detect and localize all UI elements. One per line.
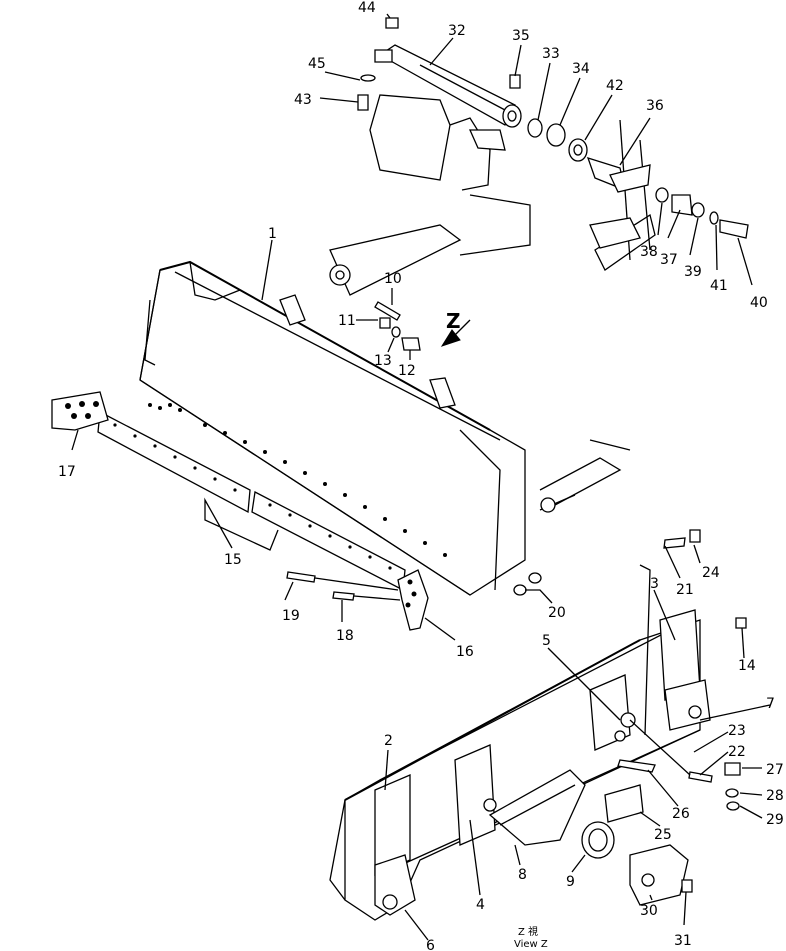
callout-23: 23 — [728, 723, 746, 739]
callout-29: 29 — [766, 812, 784, 828]
callout-42: 42 — [606, 78, 624, 94]
callout-14: 14 — [738, 658, 756, 674]
callout-37: 37 — [660, 252, 678, 268]
callout-8: 8 — [518, 867, 527, 883]
callout-28: 28 — [766, 788, 784, 804]
blade-bolt-holes — [148, 403, 447, 557]
callout-35: 35 — [512, 28, 530, 44]
callout-21: 21 — [676, 582, 694, 598]
pin-hardware — [374, 301, 421, 351]
view-z-marker: Z — [446, 309, 461, 333]
callout-41: 41 — [710, 278, 728, 294]
callout-44: 44 — [358, 0, 376, 16]
callout-45: 45 — [308, 56, 326, 72]
tractor-frame-outline — [329, 94, 656, 296]
callout-31: 31 — [674, 933, 692, 949]
callout-9: 9 — [566, 874, 575, 890]
callout-19: 19 — [282, 608, 300, 624]
callout-25: 25 — [654, 827, 672, 843]
cutting-edge-left — [97, 410, 251, 514]
callout-26: 26 — [672, 806, 690, 822]
callout-18: 18 — [336, 628, 354, 644]
callout-17: 17 — [58, 464, 76, 480]
callout-2: 2 — [384, 733, 393, 749]
leader-lines — [71, 13, 771, 941]
callout-32: 32 — [448, 23, 466, 39]
callout-22: 22 — [728, 744, 746, 760]
tilt-cylinder — [374, 44, 522, 151]
edge-bolts — [286, 571, 542, 601]
callout-4: 4 — [476, 897, 485, 913]
view-z-loose-parts — [581, 529, 747, 906]
cylinder-hardware — [357, 17, 749, 249]
view-z-arrow: Z — [440, 309, 471, 347]
callout-13: 13 — [374, 353, 392, 369]
callout-1: 1 — [268, 226, 277, 242]
callout-39: 39 — [684, 264, 702, 280]
callout-7: 7 — [766, 696, 775, 712]
view-z-caption-bottom: View Z — [514, 939, 548, 950]
view-z-brackets — [374, 609, 711, 916]
view-z-caption-top: Z 視 — [518, 925, 538, 938]
callout-27: 27 — [766, 762, 784, 778]
callout-30: 30 — [640, 903, 658, 919]
callout-34: 34 — [572, 61, 590, 77]
callout-5: 5 — [542, 633, 551, 649]
end-bit-left — [51, 391, 109, 431]
callout-16: 16 — [456, 644, 474, 660]
callout-24: 24 — [702, 565, 720, 581]
callout-33: 33 — [542, 46, 560, 62]
callout-11: 11 — [338, 313, 356, 329]
callout-40: 40 — [750, 295, 768, 311]
right-arm-frame — [539, 439, 631, 513]
view-z-brace — [488, 769, 586, 846]
callout-labels: 1 2 3 4 5 6 7 8 9 10 11 12 13 14 15 16 1… — [58, 0, 784, 951]
callout-15: 15 — [224, 552, 242, 568]
blade-body — [139, 260, 526, 596]
view-z-caption: Z 視 View Z — [514, 925, 548, 950]
callout-36: 36 — [646, 98, 664, 114]
callout-6: 6 — [426, 938, 435, 951]
callout-38: 38 — [640, 244, 658, 260]
callout-3: 3 — [650, 576, 659, 592]
end-bit-right — [397, 569, 429, 631]
callout-10: 10 — [384, 271, 402, 287]
callout-12: 12 — [398, 363, 416, 379]
callout-20: 20 — [548, 605, 566, 621]
callout-43: 43 — [294, 92, 312, 108]
